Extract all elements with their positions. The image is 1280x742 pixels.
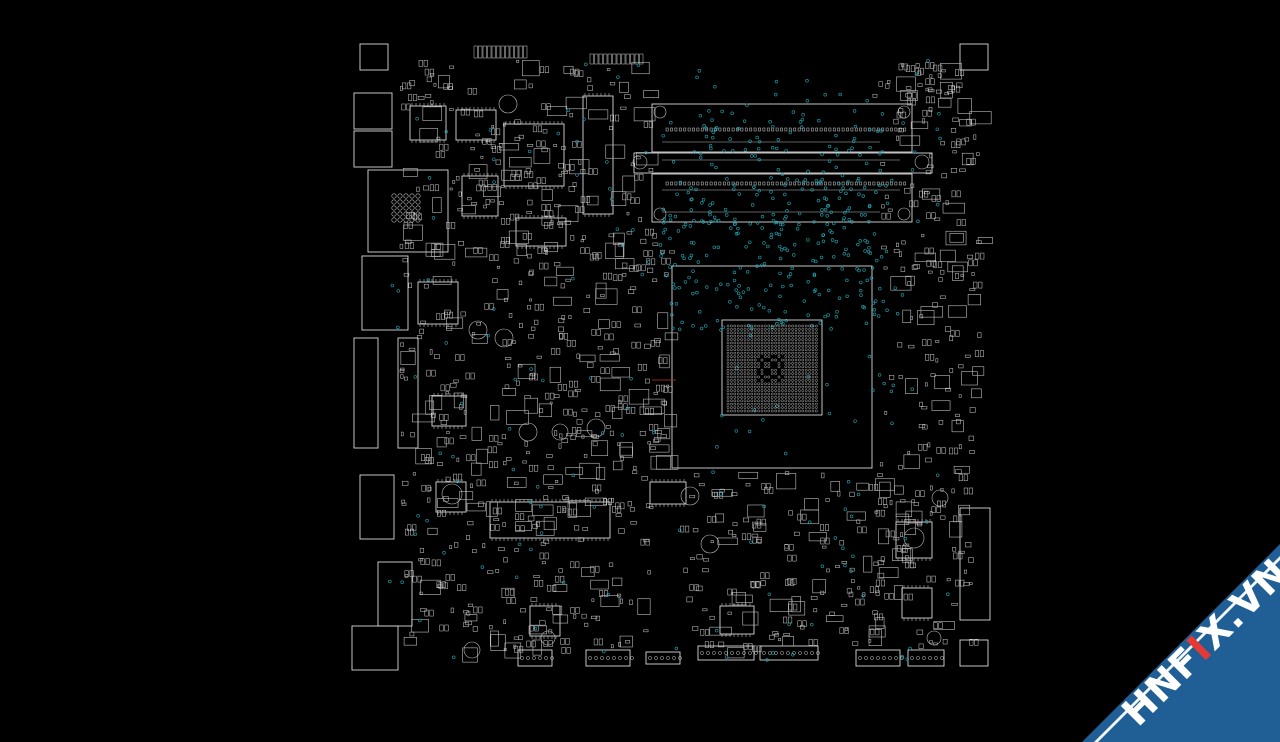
ic-13[interactable] — [529, 605, 561, 637]
ic-15[interactable] — [719, 605, 755, 635]
io-lan-audio-block[interactable] — [367, 169, 449, 253]
capacitor-9[interactable] — [931, 489, 949, 507]
ic-7[interactable] — [435, 481, 467, 513]
ic-10[interactable] — [515, 217, 567, 247]
capacitor-11[interactable] — [540, 630, 556, 646]
capacitor-13[interactable] — [441, 483, 463, 505]
capacitor-10[interactable] — [463, 641, 481, 659]
ic-12[interactable] — [901, 587, 933, 619]
dimm-slot-b[interactable] — [633, 152, 933, 174]
cpu-bga-package[interactable] — [721, 319, 823, 416]
ic-8[interactable] — [489, 501, 611, 539]
ic-2[interactable] — [409, 105, 447, 141]
capacitor-14[interactable] — [903, 527, 925, 549]
sata-connector[interactable] — [959, 507, 991, 621]
header-6[interactable] — [855, 649, 901, 667]
dimm-slot-c[interactable] — [651, 173, 913, 223]
capacitor-4[interactable] — [586, 418, 606, 438]
ic-5[interactable] — [417, 281, 459, 325]
header-4[interactable] — [697, 645, 755, 661]
io-usb-stack-2[interactable] — [353, 130, 393, 168]
dimm-slot-a[interactable] — [651, 103, 913, 153]
capacitor-7[interactable] — [680, 486, 700, 506]
io-usb-stack-1[interactable] — [353, 92, 393, 130]
capacitor-6[interactable] — [551, 423, 569, 441]
ic-14[interactable] — [649, 481, 687, 505]
io-dvi-connector[interactable] — [353, 337, 379, 449]
ic-9[interactable] — [582, 95, 614, 215]
ic-6[interactable] — [431, 395, 467, 427]
capacitor-5[interactable] — [518, 422, 538, 442]
capacitor-8[interactable] — [700, 534, 720, 554]
header-5[interactable] — [759, 645, 819, 661]
io-power-connector[interactable] — [351, 625, 399, 671]
io-serial-header[interactable] — [359, 474, 395, 540]
ic-3[interactable] — [455, 109, 497, 141]
header-1[interactable] — [517, 649, 553, 667]
header-2[interactable] — [585, 649, 631, 667]
header-3[interactable] — [645, 651, 681, 665]
io-vga-connector[interactable] — [361, 255, 409, 331]
cpu-socket-outline[interactable] — [671, 265, 873, 469]
capacitor-2[interactable] — [468, 320, 488, 340]
capacitor-1[interactable] — [498, 94, 518, 114]
io-audio-jack[interactable] — [377, 561, 413, 627]
io-hdmi-connector[interactable] — [397, 337, 419, 449]
capacitor-3[interactable] — [494, 328, 514, 348]
